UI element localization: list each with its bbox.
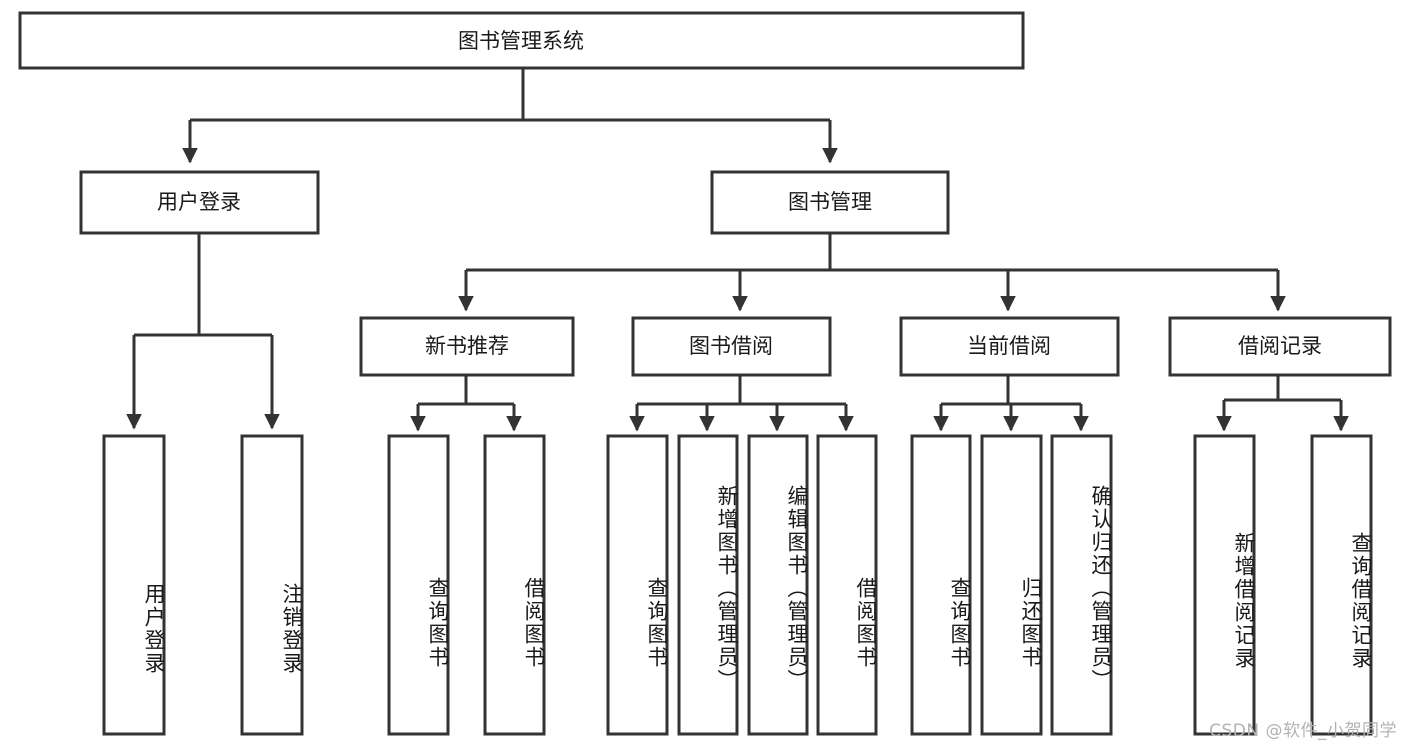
node-leaf-add-record[interactable] (1193, 434, 1256, 736)
watermark-text: CSDN @软件_小贺同学 (1209, 721, 1397, 741)
node-leaf-confirm-return[interactable] (1050, 434, 1113, 736)
connector-bookmgmt-to-level3 (458, 233, 1286, 312)
node-book-management[interactable]: 图书管理 (710, 170, 950, 235)
leaf-label-query-book-2: 查询图书 (645, 576, 669, 669)
node-leaf-edit-book[interactable] (747, 434, 809, 736)
node-leaf-borrow-book-1[interactable] (483, 434, 546, 736)
node-leaf-query-book-1[interactable] (387, 434, 450, 736)
node-leaf-return-book[interactable] (980, 434, 1043, 736)
node-leaf-logout-login[interactable] (240, 434, 304, 736)
leaf-label-edit-book: 编辑图书（管理员） (785, 485, 809, 692)
node-leaf-borrow-book-2[interactable] (816, 434, 878, 736)
leaf-box-group (102, 434, 1373, 736)
leaf-label-user-login: 用户登录 (142, 583, 166, 675)
node-new-book-recommend[interactable]: 新书推荐 (359, 316, 575, 377)
connector-root-to-level2 (182, 68, 838, 164)
node-new-book-recommend-label: 新书推荐 (425, 334, 509, 358)
leaf-label-borrow-book-2: 借阅图书 (854, 576, 878, 669)
node-user-login-label: 用户登录 (157, 190, 241, 214)
node-root[interactable]: 图书管理系统 (18, 11, 1025, 70)
leaf-label-borrow-book-1: 借阅图书 (522, 576, 546, 669)
node-leaf-query-book-3[interactable] (910, 434, 972, 736)
leaf-label-logout-login: 注销登录 (280, 583, 304, 675)
connector-userlogin-to-leaves (126, 233, 280, 430)
node-current-borrow[interactable]: 当前借阅 (899, 316, 1120, 377)
node-borrow-record[interactable]: 借阅记录 (1168, 316, 1392, 377)
node-book-management-label: 图书管理 (788, 190, 872, 214)
leaf-label-confirm-return: 确认归还（管理员） (1089, 485, 1113, 692)
leaf-label-query-book-1: 查询图书 (426, 576, 450, 669)
node-leaf-add-book[interactable] (677, 434, 739, 736)
leaf-label-add-book: 新增图书（管理员） (715, 485, 739, 692)
leaf-label-query-record: 查询借阅记录 (1349, 532, 1373, 670)
node-book-borrow-label: 图书借阅 (689, 334, 773, 358)
leaf-label-query-book-3: 查询图书 (948, 576, 972, 669)
connector-bookborrow-to-leaves (629, 375, 854, 432)
leaf-label-add-record: 新增借阅记录 (1232, 532, 1256, 670)
node-leaf-query-book-2[interactable] (606, 434, 669, 736)
node-borrow-record-label: 借阅记录 (1238, 334, 1322, 358)
connector-newbook-to-leaves (410, 375, 522, 432)
node-leaf-user-login[interactable] (102, 434, 166, 736)
connector-borrowrecord-to-leaves (1216, 375, 1349, 432)
node-root-label: 图书管理系统 (458, 29, 584, 53)
node-book-borrow[interactable]: 图书借阅 (631, 316, 832, 377)
node-leaf-query-record[interactable] (1310, 434, 1373, 736)
node-current-borrow-label: 当前借阅 (967, 334, 1051, 358)
leaf-label-return-book: 归还图书 (1019, 576, 1043, 669)
node-user-login[interactable]: 用户登录 (79, 170, 320, 235)
connector-currentborrow-to-leaves (933, 375, 1089, 432)
